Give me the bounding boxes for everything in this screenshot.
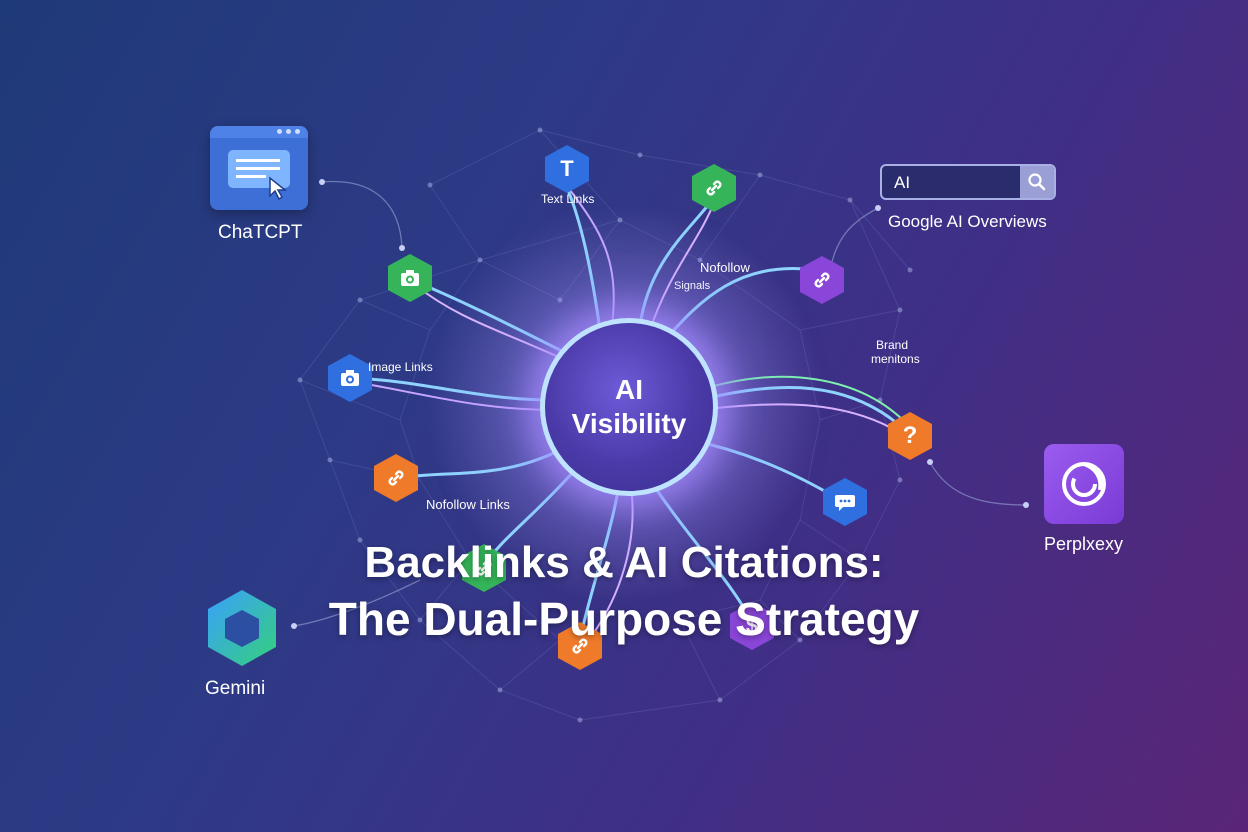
link-icon: [814, 272, 830, 288]
camera-node-blue: [328, 354, 372, 402]
hub-line-2: Visibility: [571, 408, 687, 439]
search-button[interactable]: [1020, 166, 1054, 198]
brand-label: Brand: [876, 338, 909, 352]
gemini-logo-icon: [208, 590, 276, 666]
nofollow-links-label: Nofollow Links: [426, 497, 510, 512]
gemini-label: Gemini: [205, 678, 266, 699]
platform-connectors: [293, 180, 1027, 627]
link-icon: [572, 638, 588, 654]
mentions-label: menitons: [871, 352, 920, 366]
perplexity-label: Perplxexy: [1044, 534, 1124, 554]
title-line-1: Backlinks & AI Citations:: [364, 538, 884, 587]
google-ai-overviews-label: Google AI Overviews: [888, 212, 1047, 231]
link-node-orange-left: [374, 454, 418, 502]
camera-icon: [341, 370, 359, 386]
perplexity-logo-icon: [1044, 444, 1124, 524]
camera-icon: [401, 270, 419, 286]
search-query: AI: [894, 173, 911, 192]
link-node-green-bottom: [462, 544, 506, 592]
dollar-icon: $: [745, 613, 759, 638]
link-icon: [706, 180, 722, 196]
hub-line-1: AI: [615, 374, 643, 405]
link-icon: [388, 470, 404, 486]
text-links-label: Text Links: [541, 192, 595, 206]
chat-bubble-icon: [835, 495, 855, 511]
cursor-icon: [269, 176, 288, 201]
chatgpt-browser-icon: [210, 126, 308, 210]
camera-node-green: [388, 254, 432, 302]
signals-label: Signals: [674, 280, 711, 292]
connector-dots: [291, 179, 1029, 629]
text-icon: T: [560, 156, 574, 181]
ai-visibility-hub: AI Visibility: [540, 318, 718, 496]
nofollow-label: Nofollow: [700, 260, 750, 275]
chatgpt-label: ChaTCPT: [218, 222, 303, 243]
search-icon: [1028, 173, 1046, 191]
title-line-2: The Dual-Purpose Strategy: [328, 593, 920, 645]
image-links-label: Image Links: [368, 360, 433, 374]
search-box[interactable]: AI: [880, 164, 1056, 200]
question-icon: ?: [902, 422, 918, 449]
link-icon: [476, 560, 492, 576]
